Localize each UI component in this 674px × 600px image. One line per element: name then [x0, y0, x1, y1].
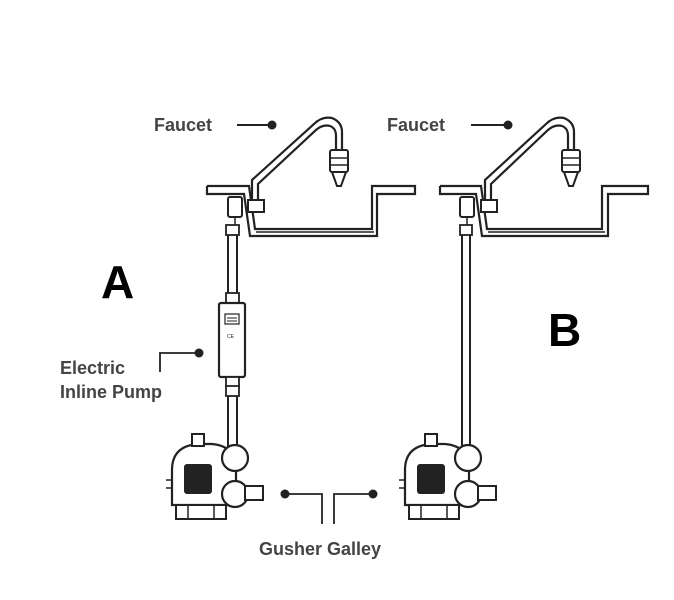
sink-a — [205, 184, 417, 238]
system-a-letter: A — [101, 256, 134, 308]
pipe-a-lower — [225, 376, 240, 448]
sink-b — [438, 184, 650, 238]
system-b — [399, 116, 650, 520]
faucet-a-callout: Faucet — [154, 115, 277, 135]
system-a: CE — [166, 116, 417, 520]
faucet-a-callout-dot — [267, 120, 277, 130]
gusher-callout-dot-left — [280, 489, 290, 499]
inline-pump-callout-dot — [194, 348, 204, 358]
inline-pump-label-line1: Electric — [60, 358, 125, 378]
faucet-b-label: Faucet — [387, 115, 445, 135]
faucet-b — [480, 116, 581, 213]
gusher-galley-pump-b — [399, 433, 497, 520]
gusher-galley-callout: Gusher Galley — [259, 489, 381, 559]
pipe-a-upper — [225, 224, 240, 304]
faucet-a — [247, 116, 349, 213]
inline-pump-callout: Electric Inline Pump — [60, 348, 204, 402]
gusher-callout-dot-right — [368, 489, 378, 499]
gusher-galley-label: Gusher Galley — [259, 539, 381, 559]
faucet-b-callout: Faucet — [387, 115, 513, 135]
valve-b — [459, 196, 475, 228]
faucet-a-label: Faucet — [154, 115, 212, 135]
valve-a — [227, 196, 243, 228]
system-b-letter: B — [548, 304, 581, 356]
pipe-b — [459, 224, 473, 448]
electric-inline-pump: CE — [217, 301, 247, 379]
gusher-galley-pump-a — [166, 433, 264, 520]
faucet-b-callout-dot — [503, 120, 513, 130]
pump-ce-mark: CE — [227, 334, 235, 340]
inline-pump-label-line2: Inline Pump — [60, 382, 162, 402]
